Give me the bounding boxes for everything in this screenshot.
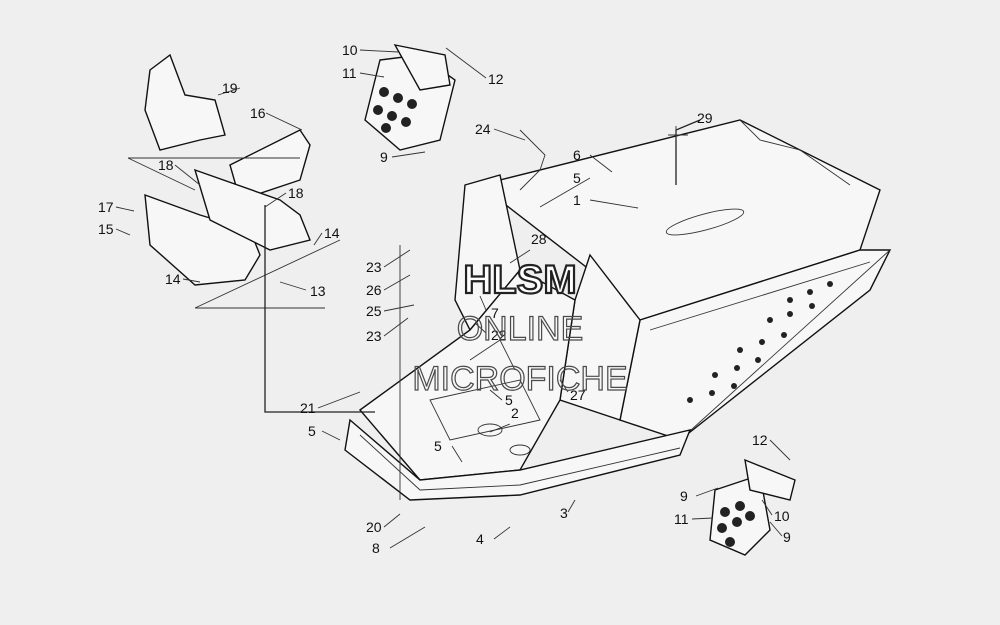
callout-number: 4 <box>476 531 484 547</box>
callout-leader <box>539 177 591 208</box>
callout-leader <box>359 49 399 53</box>
callout-number: 18 <box>288 185 304 201</box>
callout-number: 21 <box>300 400 316 416</box>
skid-plate-lower <box>709 458 796 556</box>
callout-leader <box>383 317 409 337</box>
callout-leader <box>174 164 201 186</box>
callout-leader <box>761 499 773 516</box>
callout-leader <box>493 526 511 540</box>
callout-number: 11 <box>342 65 357 81</box>
callout-leader <box>383 249 411 268</box>
callout-number: 20 <box>366 519 382 535</box>
callout-number: 12 <box>488 71 504 87</box>
callout-number: 15 <box>98 221 114 237</box>
callout-number: 10 <box>342 42 358 58</box>
callout-number: 8 <box>372 540 380 556</box>
callout-leader <box>489 389 503 401</box>
skid-plate-upper <box>364 44 456 151</box>
callout-number: 9 <box>680 488 688 504</box>
callout-leader <box>509 249 531 264</box>
callout-number: 14 <box>165 271 181 287</box>
callout-number: 9 <box>380 149 388 165</box>
callout-leader <box>321 430 341 441</box>
callout-number: 25 <box>366 303 382 319</box>
callout-leader <box>445 47 487 79</box>
callout-number: 29 <box>697 110 713 126</box>
watermark-line-3: MICROFICHE <box>412 360 627 398</box>
callout-leader <box>359 72 385 78</box>
callout-number: 6 <box>573 147 581 163</box>
callout-number: 11 <box>674 511 689 527</box>
callout-number: 19 <box>222 80 238 96</box>
callout-leader <box>313 232 323 246</box>
callout-number: 2 <box>511 405 519 421</box>
callout-number: 5 <box>505 392 513 408</box>
callout-number: 5 <box>308 423 316 439</box>
callout-number: 14 <box>324 225 340 241</box>
callout-leader <box>451 445 463 463</box>
callout-leader <box>115 228 131 236</box>
callout-number: 5 <box>573 170 581 186</box>
callout-number: 12 <box>752 432 768 448</box>
callout-leader <box>115 206 135 212</box>
callout-leader <box>265 112 303 131</box>
callout-leader <box>383 304 415 312</box>
watermark: HLSM ONLINE MICROFICHE <box>412 257 629 399</box>
callout-number: 17 <box>98 199 114 215</box>
callout-leader <box>391 151 426 158</box>
callout-number: 27 <box>570 387 586 403</box>
callout-leader <box>383 274 411 291</box>
callout-leader <box>479 295 487 311</box>
callout-leader <box>383 513 401 528</box>
callout-leader <box>279 281 307 291</box>
watermark-line-2: ONLINE <box>457 310 584 348</box>
callout-number: 1 <box>573 192 581 208</box>
callout-leader <box>769 439 791 461</box>
callout-leader <box>769 521 783 537</box>
callout-leader <box>317 391 361 409</box>
chassis-assembly <box>344 119 892 501</box>
callout-leader <box>589 154 613 173</box>
steering-support-parts <box>127 53 341 309</box>
callout-leader <box>182 278 201 283</box>
callout-number: 23 <box>366 328 382 344</box>
callout-leader <box>493 128 526 141</box>
callout-number: 22 <box>491 327 507 343</box>
callout-leader <box>559 379 569 393</box>
watermark-line-1: HLSM <box>463 258 576 302</box>
callout-number: 28 <box>531 231 547 247</box>
callout-number: 3 <box>560 505 568 521</box>
callout-number: 24 <box>475 121 491 137</box>
callout-number: 26 <box>366 282 382 298</box>
callout-leader <box>695 487 719 497</box>
callout-number: 23 <box>366 259 382 275</box>
callout-leader <box>264 192 287 208</box>
callout-number: 7 <box>491 305 499 321</box>
callout-leader <box>691 517 714 520</box>
callout-number: 9 <box>783 529 791 545</box>
callout-leader <box>489 423 511 433</box>
callout-number: 16 <box>250 105 266 121</box>
callout-number: 13 <box>310 283 326 299</box>
callout-leader <box>567 499 576 513</box>
callout-number: 18 <box>158 157 174 173</box>
callout-leader <box>389 526 426 549</box>
callout-number: 5 <box>434 438 442 454</box>
callout-leader <box>474 322 487 334</box>
callout-leader <box>217 87 241 96</box>
callout-leader <box>589 199 639 209</box>
callout-number: 10 <box>774 508 790 524</box>
